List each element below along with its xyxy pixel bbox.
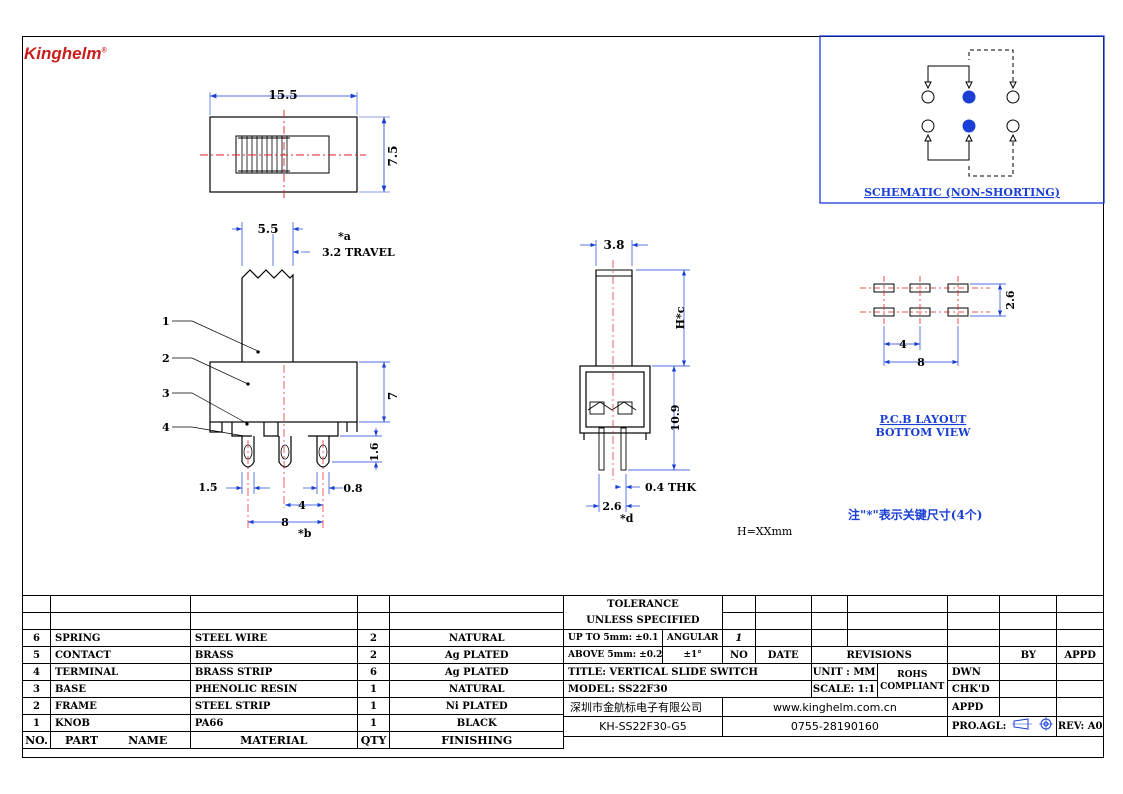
h-note: H=XXmm — [737, 525, 793, 538]
side-view — [209, 269, 358, 468]
leader-2: 2 — [162, 352, 170, 365]
revision-row-number: 1 — [721, 629, 756, 647]
dim-top-height: 7.5 — [386, 146, 400, 167]
pcb-label-2: BOTTOM VIEW — [875, 426, 971, 439]
schematic-symbol — [921, 49, 1020, 177]
website: www.kinghelm.com.cn — [721, 697, 948, 717]
pcb-label-1: P.C.B LAYOUT — [880, 413, 968, 426]
pcb-dim-span: 8 — [917, 356, 925, 369]
projection-angle: PRO.AGL: — [946, 716, 1058, 737]
revision-label: REV: A0 — [1056, 716, 1104, 737]
leader-dot — [246, 382, 250, 386]
schematic-box — [819, 35, 1105, 204]
leader-4: 4 — [162, 421, 170, 434]
end-view — [579, 269, 651, 471]
tolerance-above: ABOVE 5mm: ±0.2 — [562, 646, 664, 664]
revisions-header: REVISIONS — [810, 646, 948, 664]
title-block: TOLERANCE UNLESS SPECIFIED UP TO 5mm: ±0… — [562, 595, 1104, 737]
dim-knob-width: 5.5 — [258, 222, 279, 236]
drawing-title: TITLE: VERTICAL SLIDE SWITCH — [563, 663, 812, 681]
dim-pin-thickness: 0.8 — [343, 482, 362, 495]
side-view-dims — [172, 222, 390, 528]
travel-label: 3.2 TRAVEL — [322, 246, 395, 259]
pcb-layout — [860, 276, 990, 324]
part-number: KH-SS22F30-G5 — [563, 716, 723, 737]
dim-pin-length: 1.6 — [368, 442, 381, 461]
phone: 0755-28190160 — [721, 716, 948, 737]
pcb-dim-pitch: 4 — [899, 338, 907, 351]
leader-1: 1 — [162, 315, 170, 328]
model: MODEL: SS22F30 — [563, 680, 812, 698]
tolerance-title: TOLERANCE — [563, 595, 723, 613]
tolerance-angular-value: ±1° — [662, 646, 723, 664]
revision-date-header: DATE — [754, 646, 812, 664]
dim-end-body-height: 10.9 — [669, 405, 682, 432]
leader-dot — [245, 422, 249, 426]
unit: UNIT : MM — [810, 663, 878, 681]
brand-logo: Kinghelm® — [24, 44, 107, 63]
appd-header: APPD — [1056, 646, 1104, 664]
end-view-dims — [580, 240, 690, 512]
dwn-label: DWN — [946, 663, 1001, 681]
drawing-frame — [22, 36, 1104, 758]
table-row — [22, 612, 564, 630]
chkd-label: CHK'D — [946, 680, 1001, 698]
tolerance-angular: ANGULAR — [662, 629, 723, 647]
pcb-dims — [883, 283, 1006, 366]
dim-pin-span: 8 — [281, 516, 289, 529]
dim-end-thickness: 0.4 THK — [645, 481, 697, 494]
by-header: BY — [999, 646, 1058, 664]
table-row — [22, 595, 564, 613]
tolerance-up: UP TO 5mm: ±0.1 — [562, 629, 664, 647]
leader-dot — [256, 350, 260, 354]
leader-3: 3 — [162, 387, 170, 400]
tolerance-subtitle: UNLESS SPECIFIED — [563, 612, 723, 630]
dim-end-pin-span: 2.6 — [602, 500, 621, 513]
dim-pin-pitch: 4 — [298, 499, 306, 512]
scale: SCALE: 1:1 — [810, 680, 878, 698]
dim-end-height-mark: H*c — [674, 306, 687, 329]
span-mark: *b — [298, 527, 312, 540]
appd2-label: APPD — [946, 697, 1001, 717]
dim-end-width: 3.8 — [604, 238, 625, 252]
projection-symbol-icon — [1012, 717, 1055, 736]
top-view — [200, 92, 390, 200]
end-pin-mark: *d — [620, 512, 634, 525]
schematic-label: SCHEMATIC (NON-SHORTING) — [864, 186, 1060, 199]
key-dimension-note: 注"*"表示关键尺寸(4个) — [848, 507, 983, 522]
revision-no-header: NO — [721, 646, 756, 664]
pcb-dim-height: 2.6 — [1004, 290, 1017, 309]
dim-side-height: 7 — [386, 392, 400, 400]
travel-mark: *a — [338, 230, 351, 243]
company-name: 深圳市金航标电子有限公司 — [563, 697, 723, 717]
dim-top-width: 15.5 — [268, 88, 297, 102]
dim-pin-left: 1.5 — [198, 481, 217, 494]
